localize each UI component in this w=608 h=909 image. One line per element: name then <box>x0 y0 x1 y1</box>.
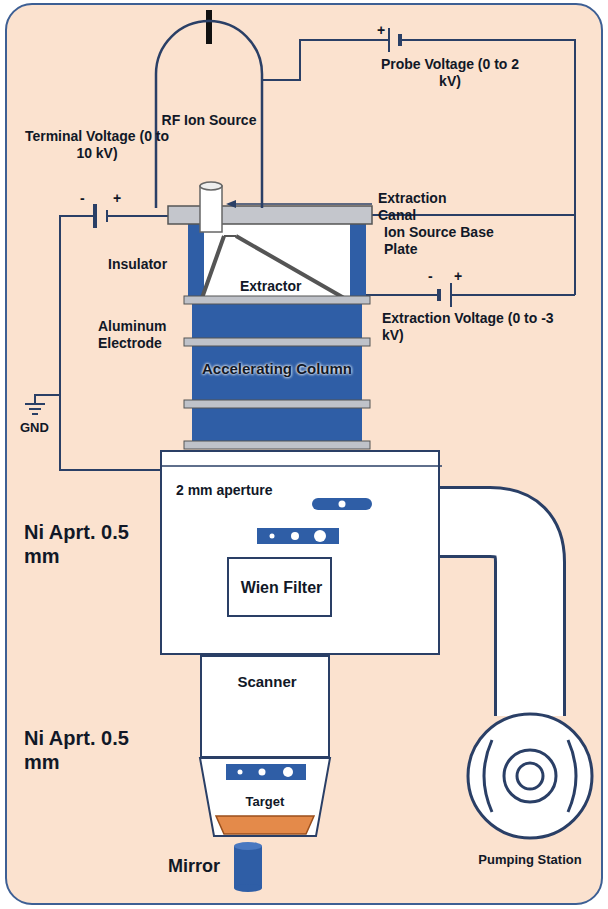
part-label: + <box>454 268 462 285</box>
part-label: Ion Source Base Plate <box>384 224 508 258</box>
part-label: Ni Aprt. 0.5 mm <box>24 520 144 568</box>
aluminum-electrode <box>184 338 370 346</box>
antenna <box>206 10 212 44</box>
part-label: + <box>377 22 385 39</box>
chamber-edge <box>162 465 442 467</box>
aperture-hole <box>339 501 346 508</box>
vacuum-chamber: 2 mm apertureWien Filter <box>160 450 440 655</box>
part-label: Ni Aprt. 0.5 mm <box>24 726 144 774</box>
pump-core <box>517 763 543 789</box>
canal-top <box>200 182 222 190</box>
part-label: Extraction Voltage (0 to -3 kV) <box>382 310 562 344</box>
part-label: Mirror <box>168 856 220 878</box>
wires <box>35 40 575 470</box>
extractor-tip <box>224 235 236 237</box>
leader-line <box>230 203 372 205</box>
pipe-fill <box>438 522 530 716</box>
aluminum-electrode <box>184 400 370 408</box>
part-label: - <box>428 268 433 285</box>
part-label: Insulator <box>108 256 167 273</box>
aperture-hole <box>291 532 299 540</box>
aperture-slot <box>312 498 372 510</box>
mirror-bottom <box>234 884 262 892</box>
target <box>216 816 314 834</box>
aluminum-electrode <box>184 441 370 449</box>
insulator <box>188 224 204 302</box>
u-outline <box>150 12 268 208</box>
part-label: GND <box>20 420 49 436</box>
pumping-station: Pumping Station <box>462 710 598 885</box>
pump-ring <box>504 750 556 802</box>
node-label: Pumping Station <box>462 852 598 868</box>
part-label: + <box>113 190 121 207</box>
accelerating-column: Accelerating Column <box>192 300 362 448</box>
pump-rotor <box>484 740 576 812</box>
part-label: Extraction Canal <box>378 190 488 224</box>
ground-symbol <box>25 404 45 414</box>
part-label: Extractor <box>240 278 301 295</box>
node-label: 2 mm aperture <box>176 482 296 499</box>
node-label: Scanner <box>202 673 332 691</box>
base-plate <box>168 206 372 224</box>
aluminum-electrode <box>184 296 370 304</box>
mirror <box>234 846 262 888</box>
scanner: Scanner <box>200 655 330 758</box>
vacuum-pipe <box>438 522 530 716</box>
mirror-top <box>234 842 262 850</box>
part-label: Aluminum Electrode <box>98 318 180 352</box>
ni-aperture <box>257 528 339 544</box>
ni-aperture <box>226 764 306 780</box>
pump-body <box>468 714 592 838</box>
aperture-hole <box>270 534 275 539</box>
part-label: Terminal Voltage (0 to 10 kV) <box>22 128 172 162</box>
pipe-outline <box>438 522 530 716</box>
insulator <box>350 224 366 302</box>
aperture-hole <box>314 530 326 542</box>
panel <box>6 4 602 904</box>
part-label: Probe Voltage (0 to 2 kV) <box>380 56 520 90</box>
scanner-funnel <box>200 758 330 836</box>
node-label: Accelerating Column <box>192 360 362 378</box>
arrowhead <box>226 200 236 208</box>
node-label: Wien Filter <box>229 578 334 597</box>
ion-source: RF Ion Source <box>150 12 268 208</box>
wien-filter: Wien Filter <box>227 557 332 617</box>
part-label: - <box>80 190 85 207</box>
node-label: RF Ion Source <box>150 112 268 129</box>
extraction-canal <box>200 186 222 232</box>
part-label: Target <box>246 794 285 810</box>
extractor-cone <box>202 236 344 298</box>
